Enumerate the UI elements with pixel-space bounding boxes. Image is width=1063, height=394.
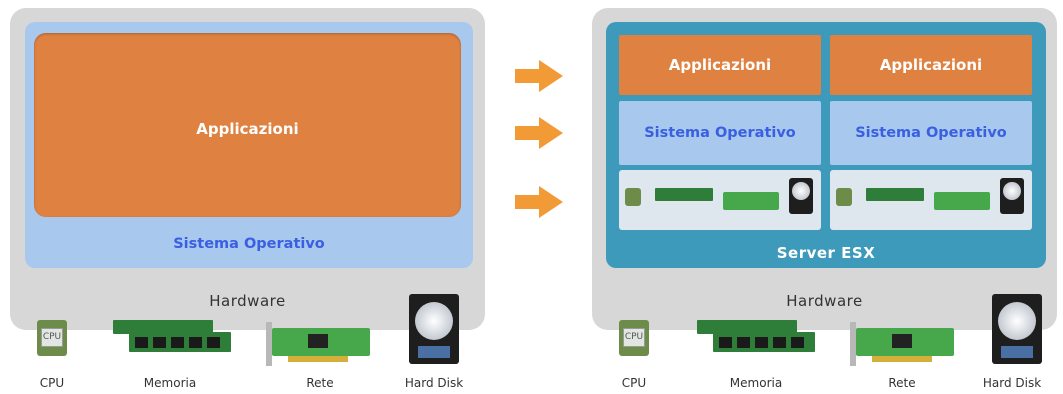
vm2-applications-panel: Applicazioni — [830, 35, 1032, 95]
vm2-os-label: Sistema Operativo — [855, 125, 1007, 141]
right-network-card-icon — [850, 322, 958, 366]
right-hard-disk-label: Hard Disk — [982, 376, 1042, 390]
vm1-cpu-icon — [625, 188, 641, 206]
vm1-virtual-hardware — [619, 170, 821, 230]
vm2-cpu-icon — [836, 188, 852, 206]
esx-label: Server ESX — [776, 244, 876, 262]
left-network-label: Rete — [306, 376, 334, 390]
left-hard-disk-label: Hard Disk — [404, 376, 464, 390]
vm1-memory-icon — [655, 188, 713, 201]
arrow-right-icon — [515, 60, 563, 92]
right-cpu-icon: CPU — [619, 320, 649, 356]
right-memory-icon — [697, 320, 815, 354]
vm2-memory-icon — [866, 188, 924, 201]
left-memory-icon — [113, 320, 231, 354]
right-cpu-label: CPU — [621, 376, 647, 390]
vm1-applications-label: Applicazioni — [668, 56, 772, 74]
left-applications-label: Applicazioni — [196, 120, 299, 138]
left-hardware-label: Hardware — [209, 292, 286, 310]
vm2-virtual-hardware — [830, 170, 1032, 230]
arrow-right-icon — [515, 186, 563, 218]
left-cpu-label: CPU — [39, 376, 65, 390]
right-hard-disk-icon — [992, 294, 1042, 364]
vm1-applications-panel: Applicazioni — [619, 35, 821, 95]
right-hardware-label: Hardware — [786, 292, 863, 310]
vm1-os-label: Sistema Operativo — [644, 125, 796, 141]
left-network-card-icon — [266, 322, 374, 366]
right-network-label: Rete — [888, 376, 916, 390]
vm1-network-card-icon — [723, 192, 779, 210]
vm2-network-card-icon — [934, 192, 990, 210]
cpu-chip-text: CPU — [41, 328, 63, 347]
left-hard-disk-icon — [409, 294, 459, 364]
left-memory-label: Memoria — [143, 376, 197, 390]
arrow-right-icon — [515, 117, 563, 149]
left-applications-panel — [34, 33, 461, 217]
left-cpu-icon: CPU — [37, 320, 67, 356]
right-memory-label: Memoria — [729, 376, 783, 390]
vm1-os-panel: Sistema Operativo — [619, 101, 821, 165]
cpu-chip-text: CPU — [623, 328, 645, 347]
left-os-label: Sistema Operativo — [173, 236, 325, 252]
vm2-applications-label: Applicazioni — [879, 56, 983, 74]
vm2-os-panel: Sistema Operativo — [830, 101, 1032, 165]
